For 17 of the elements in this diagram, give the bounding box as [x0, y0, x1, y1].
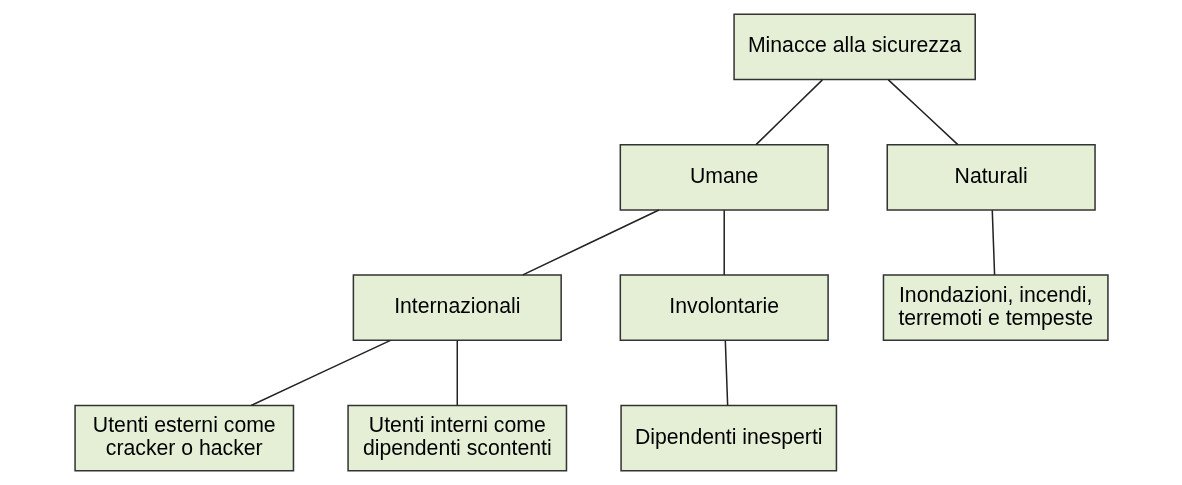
connector — [521, 209, 660, 276]
connector — [991, 209, 995, 276]
node-box: Minacce alla sicurezza — [732, 13, 976, 81]
node-box: Involontarie — [619, 274, 829, 342]
node-box: Utenti interni come dipendenti scontenti — [346, 404, 567, 472]
connector — [724, 339, 728, 407]
connector — [456, 339, 458, 407]
node-box: Umane — [619, 143, 829, 211]
node-box: Inondazioni, incendi, terremoti e tempeste — [882, 274, 1109, 342]
node-box: Naturali — [886, 143, 1096, 211]
connector — [250, 339, 391, 407]
connector — [754, 79, 823, 146]
connector — [722, 209, 725, 276]
node-box: Dipendenti inesperti — [619, 404, 837, 472]
node-box: Internazionali — [352, 274, 562, 342]
node-box: Utenti esterni come cracker o hacker — [73, 404, 294, 472]
connector — [887, 79, 959, 146]
